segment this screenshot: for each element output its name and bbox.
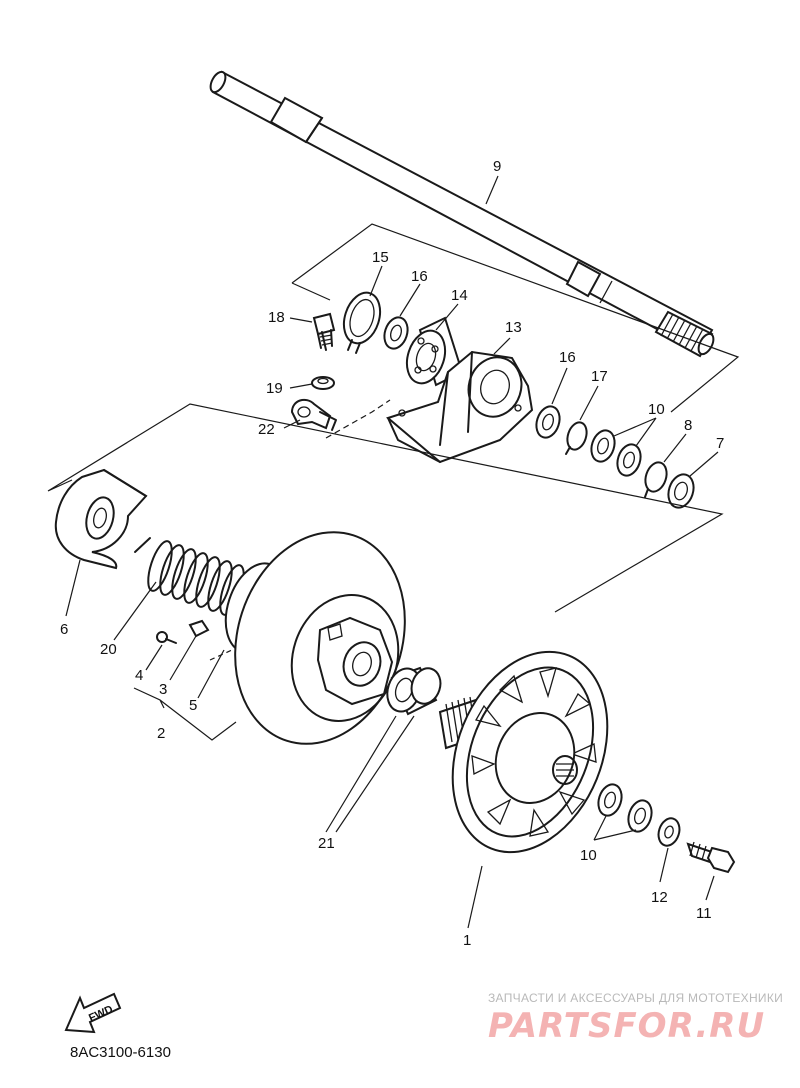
spring-part-20 <box>134 537 245 616</box>
washer-part-12 <box>657 817 681 847</box>
clamp-link-line <box>325 399 391 439</box>
callout-1: 1 <box>463 932 471 949</box>
washer-part-10-b <box>616 443 642 477</box>
callout-5: 5 <box>189 697 197 714</box>
bolt-part-18 <box>312 312 336 351</box>
bearing-housing-part-13 <box>385 350 534 464</box>
callout-labels: 9 15 16 14 13 18 19 22 16 17 10 8 7 6 20… <box>60 158 724 949</box>
washer-part-10-d <box>627 799 653 833</box>
callout-16: 16 <box>411 268 428 285</box>
callout-19: 19 <box>266 380 283 397</box>
leader-lines <box>65 175 719 929</box>
callout-4: 4 <box>135 667 143 684</box>
callout-13: 13 <box>505 319 522 336</box>
nut-part-19 <box>311 376 335 390</box>
circlip-part-8 <box>644 461 668 498</box>
callout-12: 12 <box>651 889 668 906</box>
callout-3: 3 <box>159 681 167 698</box>
sliding-sheave-part-2 <box>224 531 406 745</box>
callout-15: 15 <box>372 249 389 266</box>
slider-part-3 <box>188 619 210 638</box>
callout-2: 2 <box>157 725 165 742</box>
washer-part-10-c <box>597 783 623 817</box>
callout-17: 17 <box>591 368 608 385</box>
fixed-sheave-part-1 <box>438 650 609 854</box>
circlip-part-15 <box>342 291 382 354</box>
watermark-logo: PARTSFOR.RU <box>488 1006 766 1046</box>
torque-cam-part-6 <box>54 468 148 570</box>
callout-22: 22 <box>258 421 275 438</box>
fwd-arrow-icon: FWD <box>64 992 122 1034</box>
washer-part-16-upper <box>383 316 409 350</box>
callout-10-upper: 10 <box>648 401 665 418</box>
callout-14: 14 <box>451 287 468 304</box>
shaft-part-9 <box>209 70 715 358</box>
circlip-part-17 <box>565 421 588 455</box>
callout-10-lower: 10 <box>580 847 597 864</box>
diagram-code: 8AC3100-6130 <box>70 1044 171 1061</box>
washer-part-10-a <box>590 429 616 463</box>
bolt-part-11 <box>686 841 736 874</box>
lower-group-outline <box>47 403 724 613</box>
callout-8: 8 <box>684 417 692 434</box>
callout-6: 6 <box>60 621 68 638</box>
callout-11: 11 <box>696 905 712 922</box>
washer-part-16-lower <box>535 405 561 439</box>
callout-18: 18 <box>268 309 285 326</box>
clamp-part-22 <box>290 398 337 431</box>
upper-group-outline <box>291 223 740 413</box>
callout-7: 7 <box>716 435 724 452</box>
watermark-tagline: ЗАПЧАСТИ И АКСЕССУАРЫ ДЛЯ МОТОТЕХНИКИ <box>488 991 784 1005</box>
callout-20: 20 <box>100 641 117 658</box>
callout-21: 21 <box>318 835 335 852</box>
screw-part-4 <box>156 631 177 644</box>
callout-16-lower: 16 <box>559 349 576 366</box>
washer-part-7 <box>667 473 695 509</box>
callout-9: 9 <box>493 158 501 175</box>
bushing-part-21 <box>386 666 442 716</box>
